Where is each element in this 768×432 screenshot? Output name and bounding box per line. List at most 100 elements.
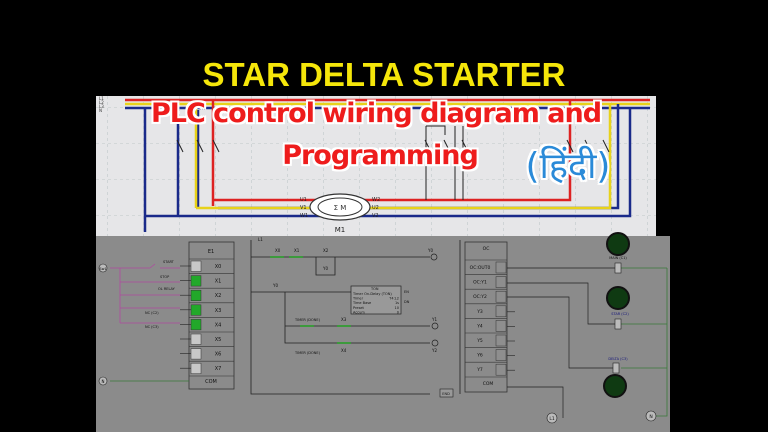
power-circuit-panel: Σ M M1 U1 V1 W1 W2 U2 V2 L1 L2 L3 N (96, 96, 656, 236)
input-indicator (190, 304, 202, 316)
output-indicator (495, 334, 507, 347)
coil-y1-icon (431, 322, 439, 330)
ton-field-value: T4:L2 (388, 297, 399, 301)
input-channel-label: X6 (215, 352, 222, 358)
subtitle-hindi: (हिंदी) (525, 146, 611, 187)
svg-text:Σ M: Σ M (334, 204, 347, 212)
svg-text:U1: U1 (300, 197, 307, 203)
svg-text:TON: TON (370, 287, 379, 291)
svg-text:Y2: Y2 (431, 348, 437, 353)
svg-text:X1: X1 (294, 248, 300, 253)
svg-text:OL RELAY: OL RELAY (158, 287, 176, 291)
input-channel-label: X2 (215, 293, 222, 299)
svg-text:COM: COM (205, 379, 217, 385)
output-channel-label: Y3 (476, 309, 483, 315)
lamp-delta-icon (603, 374, 627, 398)
ton-field-value: 0 (397, 310, 399, 314)
output-channel-label: OC:Y2 (473, 294, 487, 300)
svg-text:W2: W2 (372, 197, 380, 203)
svg-text:TIMER (DONE): TIMER (DONE) (294, 351, 321, 355)
input-channel-label: X3 (215, 308, 222, 314)
svg-text:X4: X4 (341, 348, 347, 353)
coil-y2-icon (431, 339, 439, 347)
subtitle-line-1: PLC control wiring diagram and (150, 98, 602, 129)
svg-text:L1: L1 (99, 96, 104, 101)
main-title: STAR DELTA STARTER (202, 56, 566, 93)
svg-text:NC (C3): NC (C3) (145, 325, 159, 329)
output-channel-label: Y4 (476, 323, 483, 329)
svg-text:Y1: Y1 (431, 317, 437, 322)
ton-field-label: Preset (353, 306, 365, 310)
svg-text:L1: L1 (549, 416, 555, 422)
svg-text:Y0: Y0 (427, 248, 433, 253)
svg-text:NC (C2): NC (C2) (145, 311, 159, 315)
output-indicator (495, 363, 507, 376)
svg-text:U2: U2 (372, 205, 379, 211)
input-channel-label: X5 (215, 337, 222, 343)
svg-text:END: END (442, 392, 450, 396)
output-indicator (495, 349, 507, 361)
contactor-delta-coil (612, 362, 620, 374)
svg-text:TIMER (DONE): TIMER (DONE) (294, 318, 321, 322)
output-channel-label: Y5 (476, 338, 483, 344)
svg-text:START: START (163, 260, 175, 264)
input-indicator (190, 348, 202, 360)
output-channel-label: Y7 (476, 367, 483, 373)
supply-terminal-icon (98, 263, 108, 273)
ladder-diagram: L1 X0 X1 X2 Y0 Y0 Y0 TON Timer On-Delay … (250, 237, 461, 398)
svg-text:W1: W1 (300, 213, 308, 219)
svg-text:STAR (C2): STAR (C2) (611, 312, 629, 316)
svg-text:N: N (99, 108, 102, 113)
svg-text:OC: OC (483, 246, 490, 252)
ton-field-value: 1s (395, 301, 399, 305)
svg-text:X0: X0 (275, 248, 281, 253)
svg-text:COM: COM (483, 381, 494, 387)
lamp-main-icon (606, 232, 630, 256)
output-indicator (495, 290, 507, 303)
n-terminal-icon (645, 410, 657, 422)
output-channel-label: OC:OUT0 (470, 265, 491, 271)
input-channel-label: X0 (215, 264, 222, 270)
ton-field-label: Accum (353, 310, 365, 314)
svg-text:MAIN (C1): MAIN (C1) (609, 256, 627, 260)
svg-text:X3: X3 (341, 317, 347, 322)
ton-block (350, 285, 402, 315)
input-indicator (190, 319, 202, 331)
input-channel-label: X4 (215, 322, 222, 328)
svg-text:DELTA (C3): DELTA (C3) (608, 357, 628, 361)
output-indicator (495, 320, 507, 332)
ton-field-label: Timer On-Delay (TON) (352, 292, 392, 296)
neutral-terminal-icon (98, 376, 108, 386)
input-wiring (110, 263, 180, 324)
output-channel-label: OC:Y1 (473, 280, 487, 286)
svg-text:V2: V2 (372, 213, 379, 219)
output-channel-label: Y6 (476, 353, 483, 359)
svg-text:V1: V1 (300, 205, 307, 211)
loads: MAIN (C1) STAR (C2) DELTA (C3) L1 N (546, 232, 668, 424)
coil-y0-icon (430, 253, 438, 261)
contactor-switches (176, 125, 610, 200)
svg-text:STOP: STOP (160, 275, 169, 279)
svg-text:Sw1: Sw1 (99, 267, 106, 271)
output-indicator (495, 305, 507, 318)
subtitle-line-2: Programming (282, 140, 479, 171)
input-indicator (190, 362, 202, 374)
input-indicator (190, 333, 202, 345)
svg-text:EN: EN (404, 290, 409, 294)
contactor-star-coil (614, 318, 622, 330)
l1-terminal-icon (546, 412, 558, 424)
output-indicator (495, 261, 507, 274)
ton-field-label: Timer (352, 297, 364, 301)
input-indicator (190, 289, 202, 301)
svg-text:E1: E1 (208, 249, 214, 255)
lamp-star-icon (606, 286, 630, 310)
svg-text:X2: X2 (323, 248, 329, 253)
output-indicator (495, 276, 507, 288)
svg-text:M1: M1 (335, 226, 346, 234)
svg-text:N: N (102, 379, 105, 384)
contactor-main-coil (614, 262, 622, 274)
